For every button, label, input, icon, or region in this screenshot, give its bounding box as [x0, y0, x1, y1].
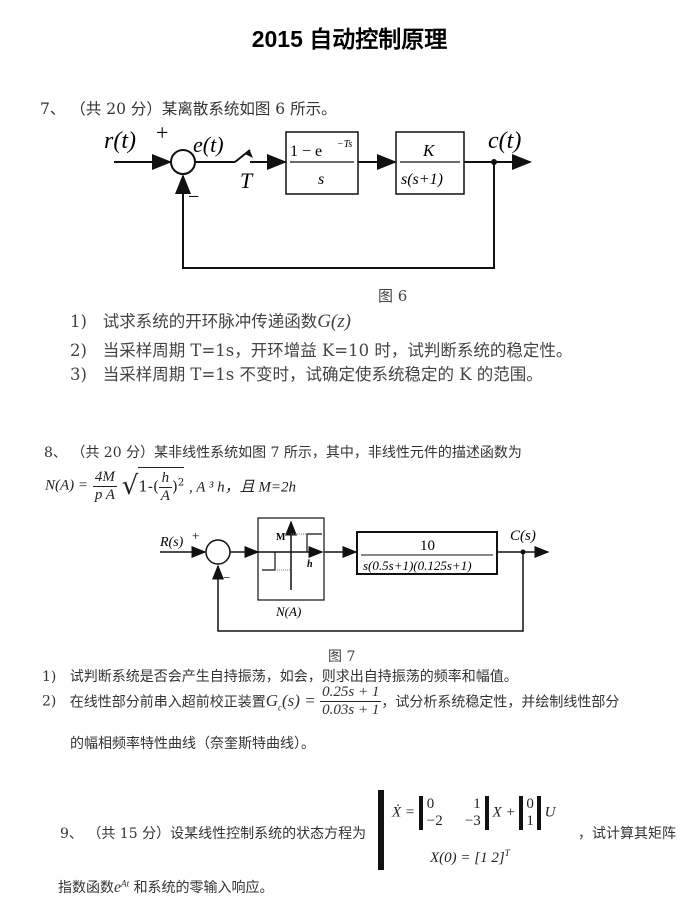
q8-feedback-path [212, 552, 524, 632]
q7-sampler-switch [234, 149, 251, 163]
q7-minus-sign: − [188, 186, 199, 208]
q8-item-1: 1) 试判断系统是否会产生自持振荡，如会，则求出自持振荡的频率和幅值。 [42, 669, 518, 685]
q8-linear-block [356, 531, 498, 575]
q7-item-2: 2) 当采样周期 T=1s，开环增益 K=10 时，试判断系统的稳定性。 [70, 341, 573, 360]
q8-item-2: 2) 在线性部分前串入超前校正装置Gc(s) = 0.25s + 1 0.03s… [42, 684, 620, 718]
q7-plant-numerator: K [422, 141, 436, 160]
q7-output-label: c(t) [488, 128, 521, 154]
q8-nonlinear-block [257, 517, 325, 601]
q9-initial-condition: X(0) = [1 2]T [430, 848, 510, 866]
q7-plant-denominator: s(s+1) [401, 171, 443, 188]
q7-item-1: 1) 试求系统的开环脉冲传递函数G(z) [70, 311, 351, 332]
q7-figure-caption: 图 6 [378, 287, 408, 305]
q7-heading: 7、 （共 20 分）某离散系统如图 6 所示。 [40, 100, 337, 118]
q7-feedback-path [175, 162, 495, 269]
q8-figure-caption: 图 7 [328, 649, 356, 665]
q8-output-label: C(s) [510, 528, 536, 544]
q9-tail: ，试计算其矩阵 [578, 826, 676, 842]
q8-minus-sign: − [223, 570, 230, 585]
page-title: 2015 自动控制原理 [251, 26, 448, 52]
q8-input-label: R(s) [159, 535, 184, 550]
q7-sampler-label: T [240, 168, 254, 193]
q8-nl-m-label: M [276, 532, 286, 543]
q8-block-diagram: R(s) + − M h N(A) 10 s(0.5s+1)(0.125s+1)… [159, 517, 550, 632]
q8-plus-sign: + [192, 528, 199, 543]
q7-item-3: 3) 当采样周期 T=1s 不变时，试确定使系统稳定的 K 的范围。 [70, 365, 543, 384]
q9-line-2: 指数函数eAt 和系统的零输入响应。 [58, 878, 274, 896]
q8-linear-numerator: 10 [420, 538, 435, 554]
q8-nl-h-label: h [307, 559, 313, 570]
q7-input-label: r(t) [104, 128, 136, 154]
q7-plus-sign: + [156, 120, 168, 145]
q7-block-diagram: r(t) + e(t) − T 1 − e −Ts s K s(s+1) c(t… [104, 120, 532, 269]
q8-nl-label: N(A) [275, 604, 301, 619]
q7-zoh-numerator: 1 − e [290, 143, 322, 160]
q8-summing-junction [205, 539, 231, 565]
q8-heading: 8、 （共 20 分）某非线性系统如图 7 所示，其中，非线性元件的描述函数为 [44, 445, 522, 461]
q7-summing-junction [170, 149, 196, 175]
q7-error-label: e(t) [193, 132, 224, 157]
q7-zoh-denominator: s [318, 171, 324, 188]
q8-item-2-continued: 的幅相频率特性曲线（奈奎斯特曲线）。 [70, 736, 315, 752]
q9-heading: 9、 （共 15 分）设某线性控制系统的状态方程为 [60, 826, 367, 842]
q8-linear-denominator: s(0.5s+1)(0.125s+1) [363, 558, 472, 573]
q9-brace-bar [378, 790, 384, 870]
q7-zoh-exponent: −Ts [337, 139, 352, 150]
q9-matrix-b: 0 1 [519, 796, 541, 830]
